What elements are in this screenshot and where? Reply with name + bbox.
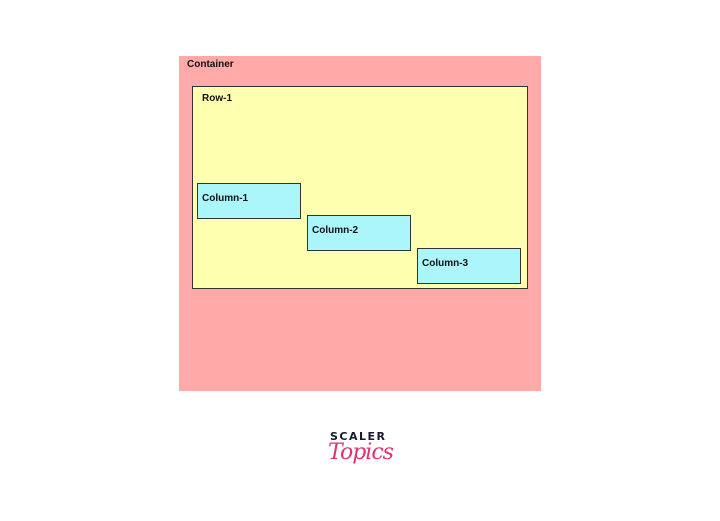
logo-scaler-text: SCALER [330, 430, 387, 443]
row-box: Row-1 Column-1 Column-2 Column-3 [192, 86, 528, 289]
column-1-label: Column-1 [202, 193, 249, 204]
column-2-label: Column-2 [312, 225, 359, 236]
column-3-box: Column-3 [417, 248, 521, 284]
column-1-box: Column-1 [197, 183, 301, 219]
column-2-box: Column-2 [307, 215, 411, 251]
column-3-label: Column-3 [422, 258, 469, 269]
container-label: Container [187, 59, 234, 70]
row-label: Row-1 [202, 93, 232, 104]
scaler-topics-logo: SCALER Topics [320, 430, 400, 480]
logo-topics-text: Topics [328, 440, 394, 465]
container-box: Container Row-1 Column-1 Column-2 Column… [179, 56, 541, 391]
